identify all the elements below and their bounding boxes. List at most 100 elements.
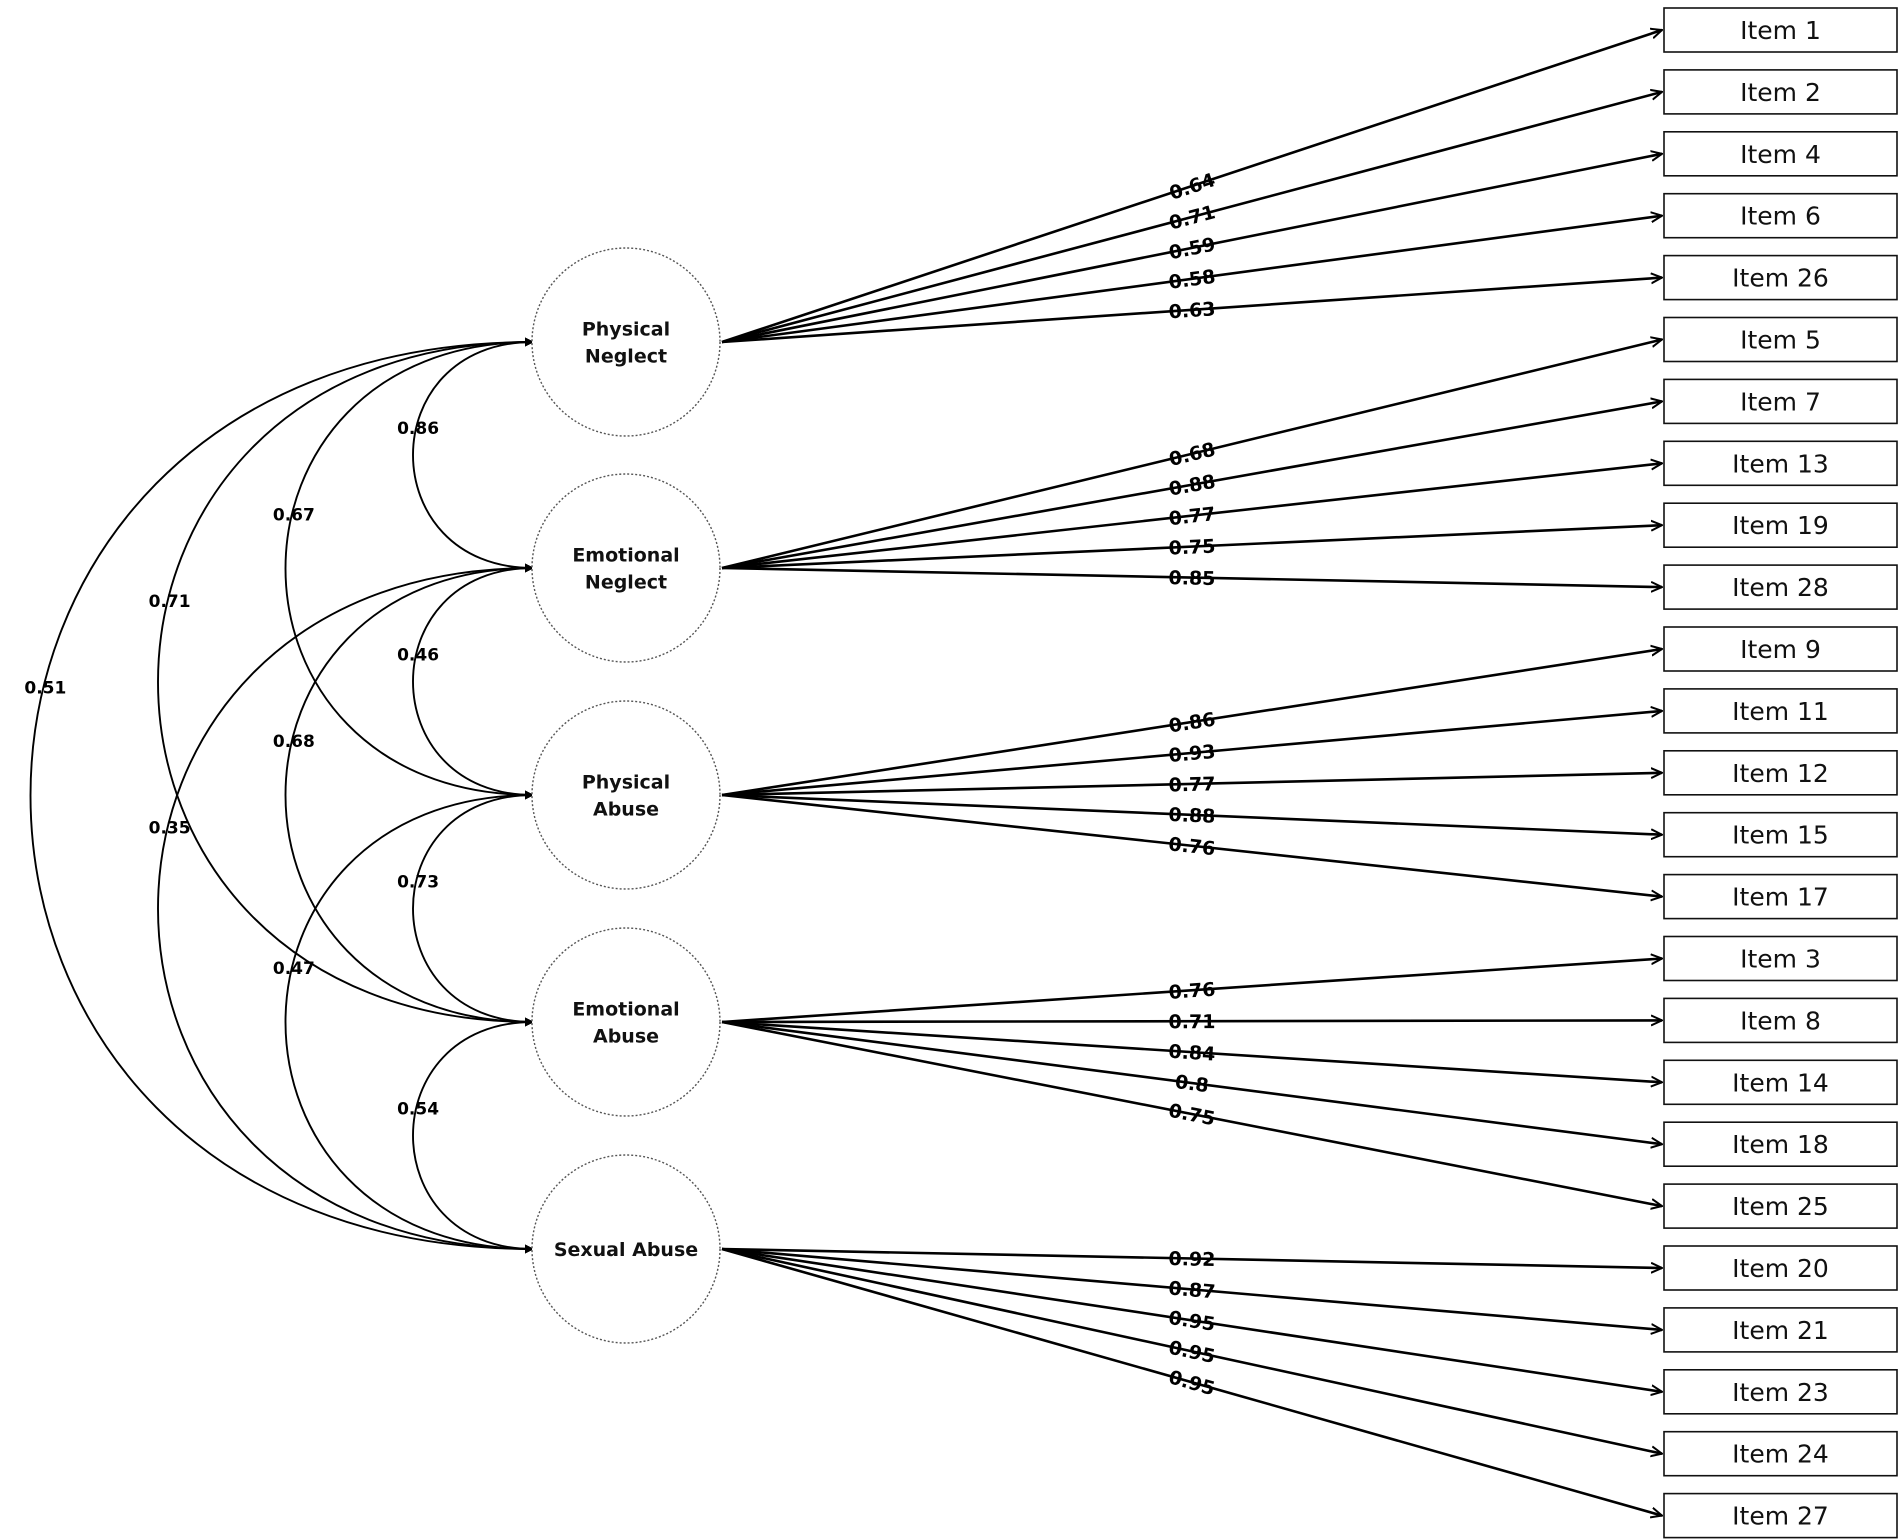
loading-arrow [721, 401, 1662, 570]
loading-value: 0.71 [1169, 1011, 1216, 1033]
item-box [1663, 378, 1898, 425]
correlation-curve [412, 1017, 534, 1254]
loading-value: 0.95 [1166, 1366, 1217, 1400]
item-box-group: Item 8 [1663, 997, 1898, 1044]
item-label: Item 25 [1732, 1192, 1829, 1221]
factor-label: Emotional [572, 545, 679, 567]
item-box-group: Item 12 [1663, 749, 1898, 796]
loading-value: 0.76 [1167, 833, 1216, 860]
correlation-value: 0.35 [149, 818, 191, 838]
loading-arrow [721, 30, 1662, 344]
item-box [1663, 440, 1898, 487]
latent-factors: PhysicalNeglectEmotionalNeglectPhysicalA… [531, 247, 721, 1344]
correlation-value: 0.67 [273, 506, 315, 526]
item-box-group: Item 4 [1663, 131, 1898, 177]
loading-arrow [721, 216, 1662, 344]
item-box [1663, 1492, 1898, 1539]
correlation-value: 0.86 [397, 419, 439, 439]
item-label: Item 21 [1732, 1316, 1829, 1345]
loading-arrow [721, 154, 1662, 344]
item-box-group: Item 6 [1663, 192, 1898, 239]
loading-arrow [721, 278, 1662, 344]
factor-label: Abuse [593, 799, 659, 821]
loading-arrow [721, 340, 1662, 570]
correlation-value: 0.68 [273, 732, 315, 752]
factor-sa: Sexual Abuse [531, 1154, 721, 1344]
loading-value: 0.8 [1174, 1071, 1210, 1097]
item-box [1663, 1245, 1898, 1291]
loading-value: 0.77 [1168, 773, 1215, 796]
item-label: Item 15 [1732, 821, 1829, 850]
loading-arrow [721, 649, 1662, 797]
loading-value: 0.88 [1167, 471, 1217, 501]
loading-value: 0.92 [1168, 1248, 1215, 1271]
item-box [1663, 254, 1898, 301]
loading-value: 0.85 [1168, 567, 1215, 590]
correlation-curve [412, 790, 534, 1027]
loading-arrow [721, 959, 1662, 1024]
item-label: Item 17 [1732, 883, 1829, 912]
item-label: Item 28 [1732, 573, 1829, 602]
item-box [1663, 1059, 1898, 1106]
factor-correlations: 0.860.670.710.510.460.680.350.730.470.54 [24, 337, 534, 1254]
item-label: Item 12 [1732, 759, 1829, 788]
item-box-group: Item 26 [1663, 254, 1898, 301]
factor-circle [531, 1154, 721, 1344]
factor-label: Neglect [585, 346, 667, 368]
item-box [1663, 935, 1898, 982]
loading-arrow [721, 793, 1662, 835]
correlation-curve [29, 337, 534, 1254]
loading-value: 0.93 [1168, 741, 1217, 767]
loading-value: 0.75 [1167, 1100, 1217, 1131]
loading-arrow [721, 566, 1662, 587]
item-label: Item 4 [1740, 140, 1821, 169]
factor-label: Neglect [585, 572, 667, 594]
item-label: Item 9 [1740, 635, 1821, 664]
loading-arrow [721, 1020, 1662, 1144]
loading-value: 0.68 [1167, 438, 1218, 470]
loading-arrow [721, 525, 1662, 570]
loading-value: 0.75 [1168, 536, 1216, 560]
item-box-group: Item 20 [1663, 1245, 1898, 1291]
correlation-curve [157, 563, 534, 1254]
loading-value: 0.71 [1167, 201, 1218, 234]
item-box [1663, 873, 1898, 920]
factor-label: Sexual Abuse [554, 1239, 698, 1261]
item-box [1663, 564, 1898, 610]
item-label: Item 8 [1740, 1006, 1821, 1035]
factor-circle [531, 473, 721, 663]
loading-arrow [721, 773, 1662, 797]
loading-value: 0.95 [1167, 1337, 1217, 1368]
item-box-group: Item 11 [1663, 688, 1898, 734]
item-label: Item 5 [1740, 326, 1821, 355]
item-box-group: Item 27 [1663, 1492, 1898, 1539]
item-box [1663, 997, 1898, 1044]
item-box [1663, 811, 1898, 858]
loading-arrow [721, 1247, 1662, 1392]
item-box [1663, 69, 1898, 115]
item-box-group: Item 9 [1663, 626, 1898, 672]
correlation-value: 0.73 [397, 872, 439, 892]
item-box-group: Item 21 [1663, 1307, 1898, 1353]
loading-arrow [721, 1020, 1662, 1206]
item-box-group: Item 17 [1663, 873, 1898, 920]
loading-value: 0.77 [1168, 503, 1217, 530]
factor-label: Abuse [593, 1026, 659, 1048]
item-box [1663, 1121, 1898, 1167]
item-label: Item 13 [1732, 449, 1829, 478]
item-box [1663, 502, 1898, 549]
correlation-value: 0.54 [397, 1099, 439, 1119]
loading-arrow [721, 1247, 1662, 1268]
correlation-curve [284, 790, 534, 1254]
item-box-group: Item 5 [1663, 316, 1898, 363]
loading-value: 0.84 [1168, 1041, 1216, 1066]
loading-value: 0.59 [1167, 233, 1217, 264]
factor-circle [531, 700, 721, 890]
item-box-group: Item 18 [1663, 1121, 1898, 1167]
correlation-curve [412, 563, 534, 800]
loading-arrow [721, 1247, 1662, 1330]
